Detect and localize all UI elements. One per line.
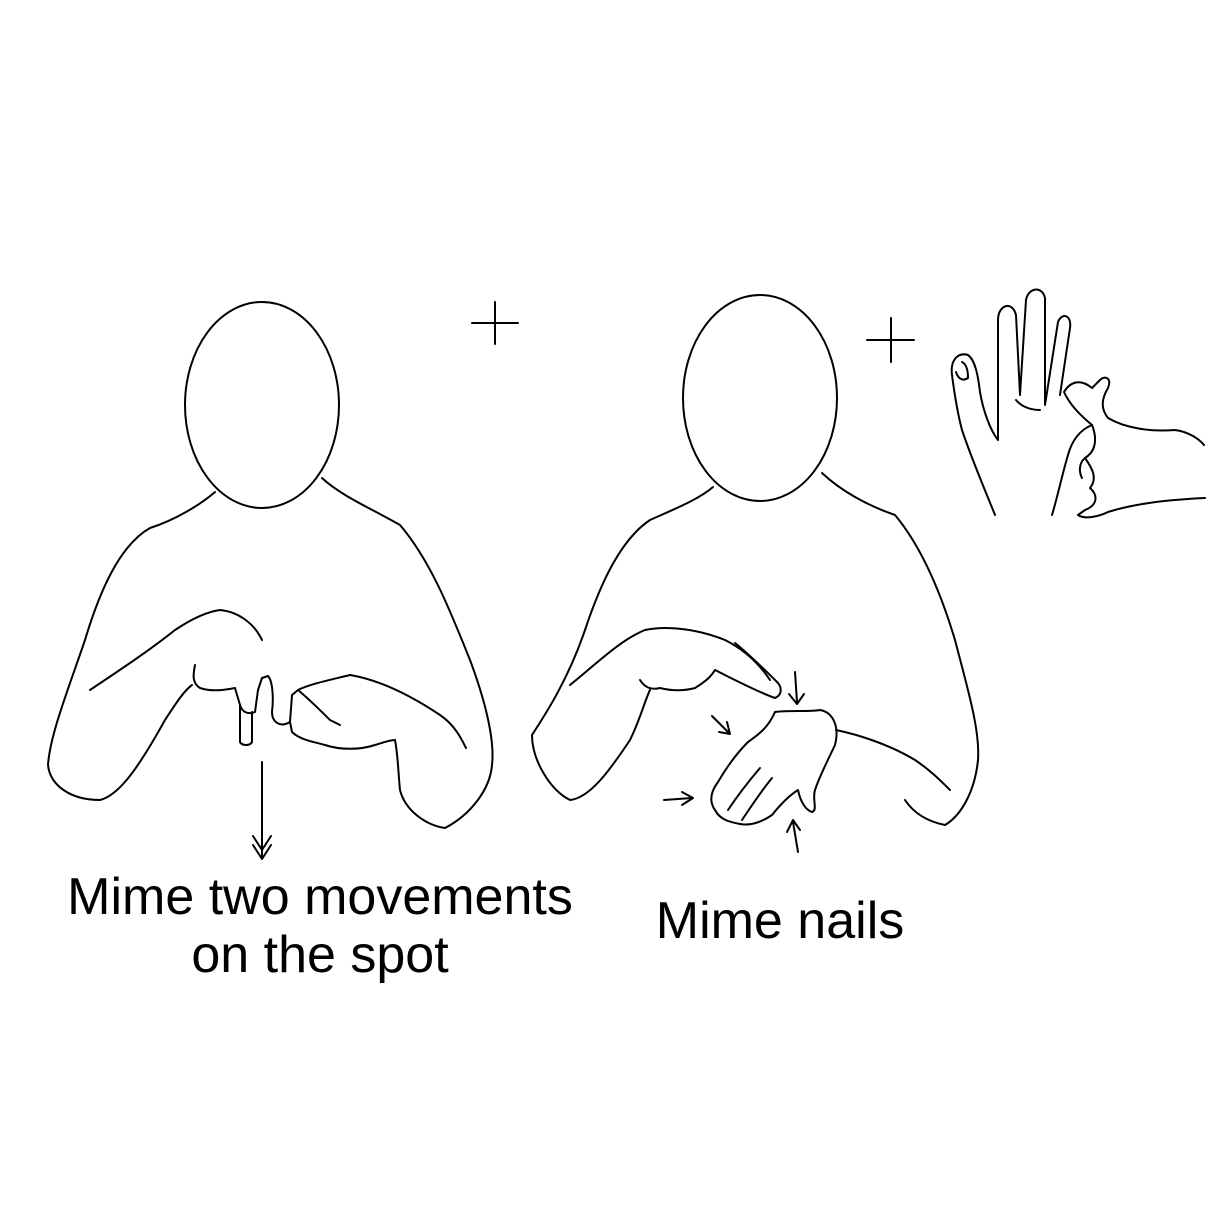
hand-flat-pointing — [639, 642, 782, 699]
caption-two-movements: Mime two movements on the spot — [20, 868, 620, 984]
torso-right — [531, 486, 714, 801]
hand-receiving — [710, 709, 838, 826]
plus-sign-1 — [471, 301, 519, 345]
torso-left — [47, 491, 216, 801]
movement-arrow-down — [252, 761, 272, 860]
signer-figure-left — [47, 301, 494, 860]
open-hand — [950, 288, 1072, 516]
head-right — [682, 294, 838, 502]
signer-figure-right — [531, 294, 980, 853]
head-left — [184, 301, 340, 509]
caption-left-line1: Mime two movements — [67, 868, 573, 926]
movement-arrows-inward — [663, 671, 805, 853]
hand-detail-closeup — [950, 288, 1206, 519]
caption-mime-nails: Mime nails — [655, 892, 905, 950]
caption-left-line2: on the spot — [191, 926, 449, 984]
plus-sign-2 — [866, 317, 915, 363]
pinching-hand — [1051, 376, 1205, 516]
hand-left-pointing — [192, 664, 351, 726]
